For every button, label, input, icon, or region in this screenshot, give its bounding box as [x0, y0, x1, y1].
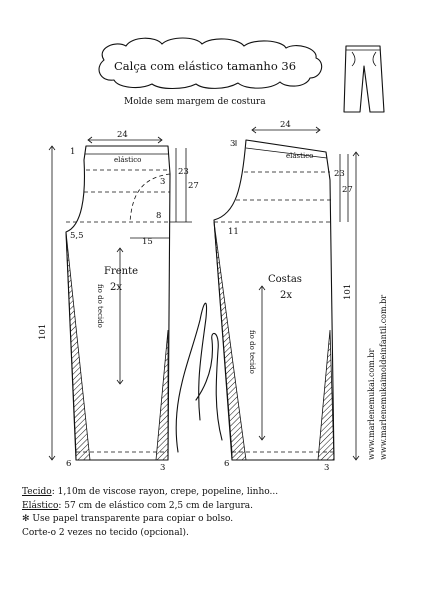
elastic-note-text: : 57 cm de elástico com 2,5 cm de largur… — [58, 500, 254, 511]
back-top-width: 24 — [280, 120, 291, 130]
back-length: 101 — [343, 284, 353, 300]
front-dim-3: 3 — [160, 177, 165, 187]
front-elastic-label: elástico — [114, 156, 141, 164]
back-top-offset: 3 — [230, 139, 235, 149]
elastic-line: Elástico: 57 cm de elástico com 2,5 cm d… — [22, 500, 412, 514]
back-dim-27: 27 — [342, 185, 353, 195]
back-grain-label: fio do tecido — [248, 330, 256, 374]
title-cloud: Calça com elástico tamanho 36 — [98, 37, 323, 90]
front-top-width: 24 — [117, 130, 128, 140]
front-crotch: 5,5 — [70, 231, 84, 241]
instructions-notes: Tecido: 1,10m de viscose rayon, crepe, p… — [22, 486, 412, 540]
back-crotch: 11 — [228, 227, 239, 237]
front-dim-8: 8 — [156, 211, 161, 221]
pants-icon — [343, 45, 385, 113]
front-dim-23: 23 — [178, 167, 189, 177]
front-hem-right: 3 — [160, 463, 165, 473]
front-count: 2x — [110, 282, 122, 293]
front-pocket-dim: 15 — [142, 237, 153, 247]
back-hem-left: 6 — [224, 459, 229, 469]
note-cut: Corte-o 2 vezes no tecido (opcional). — [22, 527, 189, 538]
pattern-title: Calça com elástico tamanho 36 — [114, 59, 296, 73]
back-dim-23: 23 — [334, 169, 345, 179]
website-main: www.marlenemukai.com.br — [367, 349, 376, 461]
front-pattern-piece: 24 elástico 101 1 5,5 6 3 15 23 27 — [38, 130, 199, 473]
front-length: 101 — [38, 324, 48, 340]
front-top-offset: 1 — [70, 147, 75, 157]
front-hem-left: 6 — [66, 459, 71, 469]
back-elastic-label: elástico — [286, 152, 313, 160]
designer-signature — [175, 302, 223, 453]
pattern-subtitle: Molde sem margem de costura — [124, 97, 266, 107]
elastic-note-label: Elástico — [22, 500, 59, 511]
front-dim-27: 27 — [188, 181, 199, 191]
note-paper: ✻ Use papel transparente para copiar o b… — [22, 514, 234, 524]
back-label: Costas — [268, 274, 302, 285]
fabric-line: Tecido: 1,10m de viscose rayon, crepe, p… — [22, 486, 412, 500]
front-grain-label: fio do tecido — [96, 284, 104, 328]
front-label: Frente — [104, 266, 138, 277]
website-kids: www.marlenemukaimoldeinfantil.com.br — [379, 295, 388, 460]
fabric-text: : 1,10m de viscose rayon, crepe, popelin… — [51, 487, 279, 497]
back-count: 2x — [280, 290, 292, 301]
fabric-label: Tecido — [22, 487, 52, 497]
back-hem-right: 3 — [324, 463, 329, 473]
back-pattern-piece: 24 elástico 3 11 6 3 23 27 101 Costas 2x… — [213, 120, 360, 473]
